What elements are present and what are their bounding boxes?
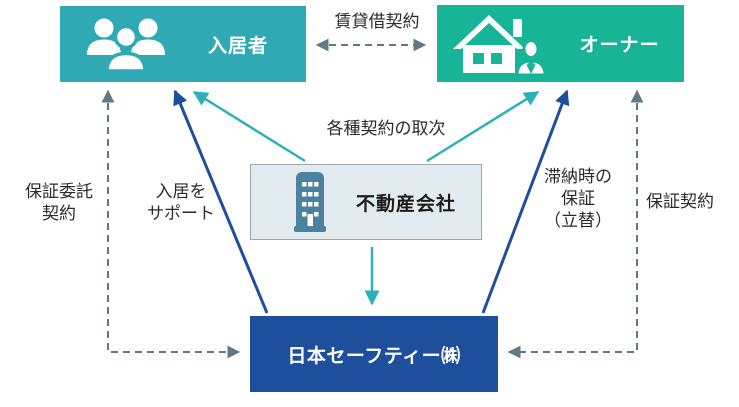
lease-label: 賃貸借契約: [334, 12, 420, 31]
support-label: 入居を サポート: [147, 182, 215, 224]
node-realtor: 不動産会社: [250, 164, 482, 240]
node-realtor-label: 不動産会社: [355, 193, 456, 215]
node-tenant-label: 入居者: [207, 35, 268, 57]
delinquency-label: 滞納時の 保証 （立替）: [544, 167, 612, 231]
support-arrow: [173, 89, 269, 314]
node-safety-label: 日本セーフティー㈱: [287, 345, 461, 367]
building-icon: [289, 170, 331, 234]
people-icon: [82, 15, 170, 73]
node-owner: オーナー: [437, 5, 684, 82]
node-tenant: 入居者: [60, 6, 306, 82]
entrust-label: 保証委託 契約: [25, 182, 93, 224]
delinquency-arrow: [481, 89, 570, 314]
agency-left-arrow: [192, 90, 306, 163]
agency-label: 各種契約の取次: [326, 119, 446, 138]
guarantee-label: 保証契約: [646, 192, 714, 211]
guarantee-arrow: [507, 89, 644, 359]
agency-right-arrow: [426, 90, 540, 163]
node-safety: 日本セーフティー㈱: [250, 316, 498, 392]
house-owner-icon: [451, 11, 555, 77]
node-owner-label: オーナー: [579, 35, 660, 56]
entrust-arrow: [101, 89, 241, 359]
